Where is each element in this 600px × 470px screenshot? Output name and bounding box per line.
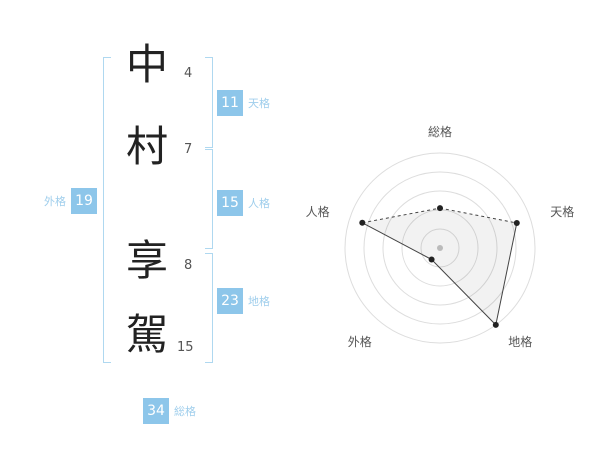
radar-axis-label: 外格 (348, 334, 372, 349)
jinkaku-group: 15 人格 (217, 190, 270, 216)
radar-axis-label: 天格 (550, 204, 574, 219)
stroke-count: 4 (184, 66, 193, 81)
radar-edge (362, 222, 432, 260)
radar-point (437, 205, 443, 212)
soukaku-label: 総格 (174, 405, 196, 418)
radar-axis-label: 人格 (306, 204, 330, 219)
chikaku-bracket (205, 253, 213, 363)
radar-point (428, 256, 435, 263)
radar-axis-label: 総格 (428, 124, 452, 139)
stroke-count: 15 (177, 340, 194, 355)
jinkaku-label: 人格 (248, 197, 270, 210)
name-char: 享 (126, 236, 169, 285)
name-char: 中 (126, 40, 169, 89)
soukaku-group: 34 総格 (143, 398, 196, 424)
radar-area (362, 208, 517, 325)
gaikaku-group: 外格 19 (44, 188, 97, 214)
stroke-count: 8 (184, 258, 193, 273)
jinkaku-value-badge: 15 (217, 190, 243, 216)
radar-ring (363, 171, 517, 325)
chikaku-group: 23 地格 (217, 288, 270, 314)
radar-ring (344, 152, 536, 344)
radar-axis-label: 地格 (508, 334, 532, 349)
stroke-count: 7 (184, 142, 193, 157)
tenkaku-value-badge: 11 (217, 90, 243, 116)
jinkaku-bracket (205, 149, 213, 249)
radar-point (513, 220, 520, 226)
chikaku-label: 地格 (248, 295, 270, 308)
gaikaku-value-badge: 19 (71, 188, 97, 214)
name-char: 村 (126, 122, 169, 171)
tenkaku-bracket (205, 57, 213, 148)
radar-edge (495, 222, 518, 326)
name-char: 駕 (126, 310, 169, 359)
soukaku-value-badge: 34 (143, 398, 169, 424)
tenkaku-label: 天格 (248, 97, 270, 110)
tenkaku-group: 11 天格 (217, 90, 270, 116)
radar-ring (420, 228, 460, 268)
radar-center-dot (437, 245, 443, 251)
radar-edge (439, 207, 517, 224)
chikaku-value-badge: 23 (217, 288, 243, 314)
radar-edge (362, 207, 441, 224)
radar-chart: 総格天格地格 外格 人格 (300, 108, 580, 388)
radar-point (359, 219, 366, 226)
radar-point (492, 321, 499, 328)
gaikaku-bracket (103, 57, 111, 363)
radar-ring (382, 190, 498, 306)
radar-edge (431, 259, 497, 326)
gaikaku-label: 外格 (44, 195, 66, 208)
